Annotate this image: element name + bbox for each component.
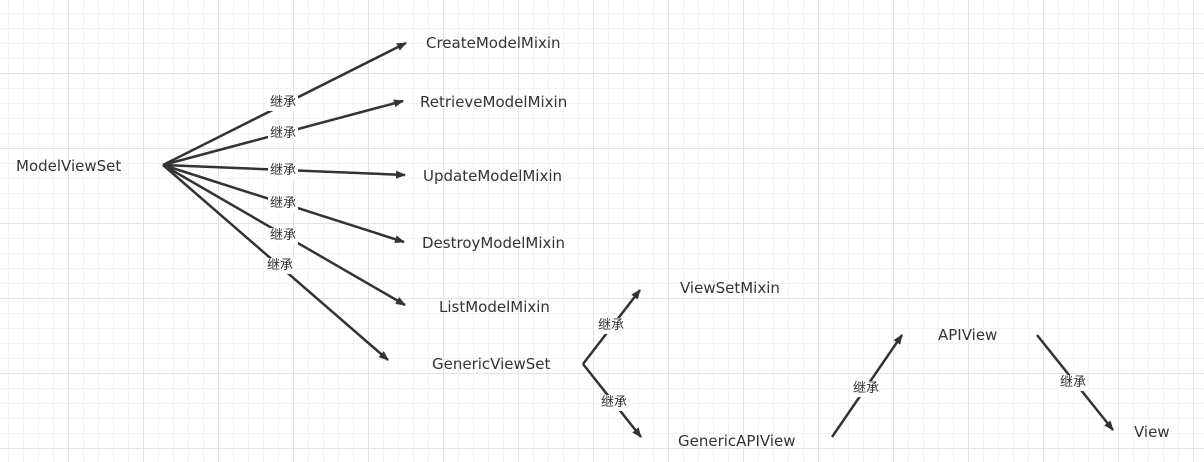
- edge-label: 继承: [268, 228, 299, 244]
- edge-label: 继承: [268, 95, 299, 111]
- node-model-view-set: ModelViewSet: [16, 157, 122, 175]
- edge-label: 继承: [1058, 375, 1089, 391]
- node-generic-api-view: GenericAPIView: [678, 432, 796, 450]
- node-update-model-mixin: UpdateModelMixin: [423, 167, 563, 185]
- node-create-model-mixin: CreateModelMixin: [426, 34, 561, 52]
- node-view: View: [1134, 423, 1170, 441]
- node-list-model-mixin: ListModelMixin: [439, 298, 550, 316]
- edge-label: 继承: [265, 258, 296, 274]
- edge-label: 继承: [596, 318, 627, 334]
- edge-label: 继承: [268, 126, 299, 142]
- node-generic-view-set: GenericViewSet: [432, 355, 551, 373]
- node-destroy-model-mixin: DestroyModelMixin: [422, 234, 566, 252]
- edge-label: 继承: [268, 163, 299, 179]
- node-api-view: APIView: [938, 326, 998, 344]
- edge-label: 继承: [599, 395, 630, 411]
- edge-label: 继承: [851, 381, 882, 397]
- node-retrieve-model-mixin: RetrieveModelMixin: [420, 93, 568, 111]
- node-view-set-mixin: ViewSetMixin: [680, 279, 780, 297]
- edge-label: 继承: [268, 196, 299, 212]
